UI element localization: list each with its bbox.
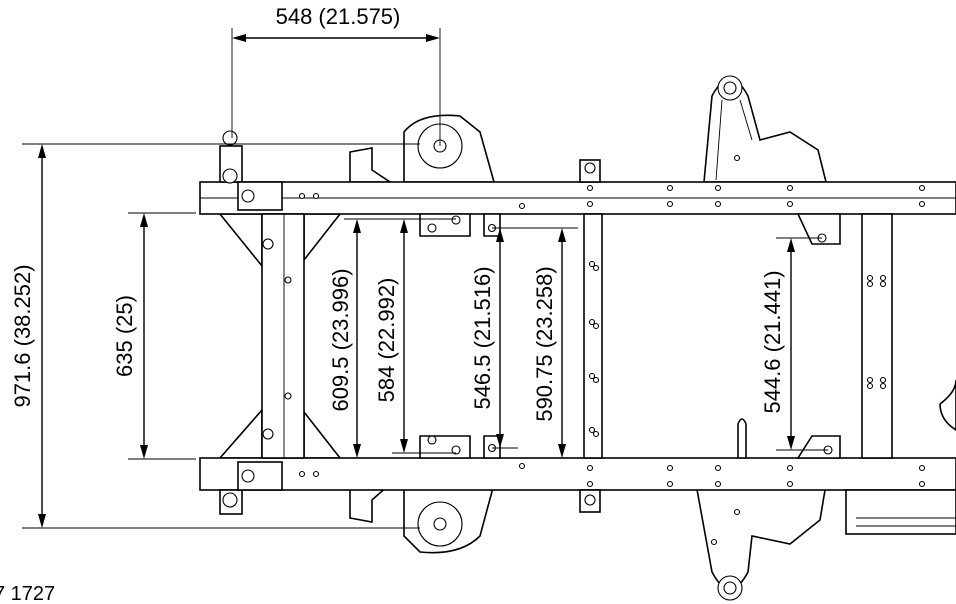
measuring-brackets [419, 213, 841, 459]
dimension-label-d4: 590.75 (23.258) [532, 266, 557, 421]
chassis-rail-bottom [199, 457, 956, 491]
dimension-arrows [38, 34, 795, 528]
dimension-label-d3: 546.5 (21.516) [470, 266, 495, 409]
centre-mount-bottom [579, 489, 601, 513]
front-end-bracket-bottom [219, 461, 283, 515]
rail-holes [298, 184, 926, 488]
dimension-label-top-width: 548 (21.575) [276, 4, 401, 29]
dimension-label-front: 635 (25) [112, 295, 137, 377]
dimension-label-d1: 609.5 (23.996) [328, 268, 353, 411]
centre-mount-top [579, 159, 601, 183]
dimension-label-overall: 971.6 (38.252) [10, 264, 35, 407]
rear-crossmember [861, 213, 893, 459]
rear-spring-hanger-bottom [695, 483, 827, 601]
dimension-label-rear: 544.6 (21.441) [760, 270, 785, 413]
front-end-bracket-top [219, 130, 283, 211]
rear-spring-hanger-top [703, 75, 828, 183]
extension-lines [22, 28, 828, 529]
rear-outrigger-right [845, 379, 956, 535]
dimension-label-d2: 584 (22.992) [374, 278, 399, 403]
front-spring-bracket-bottom [349, 483, 496, 554]
centre-crossmember [583, 213, 603, 459]
front-spring-bracket-top [349, 114, 496, 183]
front-crossmember [261, 213, 305, 459]
figure-number: 7 1727 [0, 583, 55, 604]
